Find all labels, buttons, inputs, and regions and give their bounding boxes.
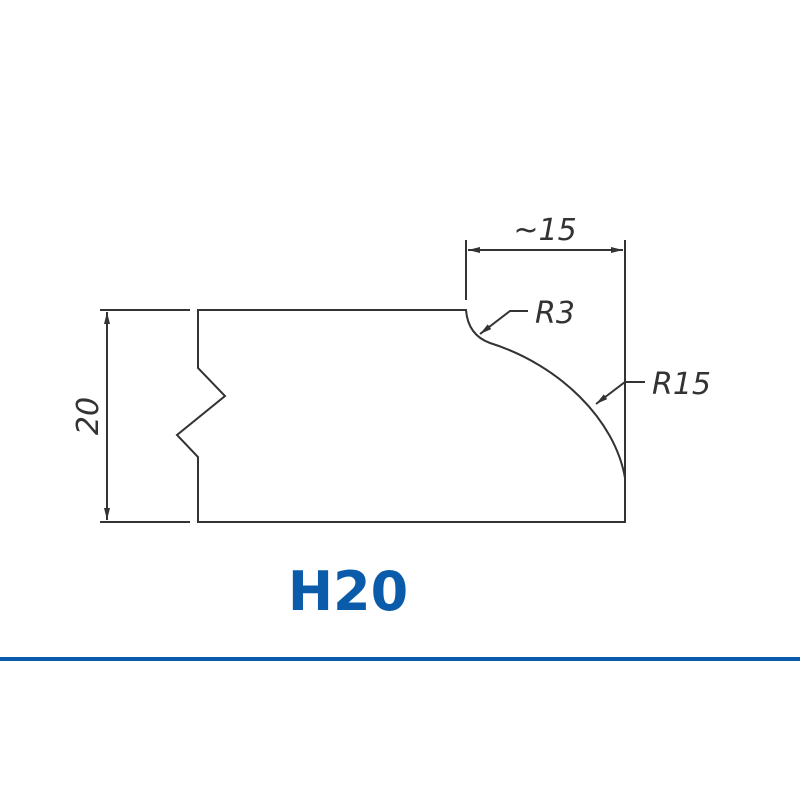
small-radius-label: R3 — [535, 296, 575, 331]
r15-leader — [595, 381, 645, 405]
profile-title: H20 — [287, 560, 409, 623]
large-radius-label: R15 — [652, 367, 711, 402]
r3-leader — [479, 310, 528, 335]
height-dimension-label: 20 — [71, 397, 106, 435]
profile-outline — [175, 309, 626, 523]
divider-line — [0, 657, 800, 661]
width-dimension-label: ~15 — [513, 213, 576, 248]
